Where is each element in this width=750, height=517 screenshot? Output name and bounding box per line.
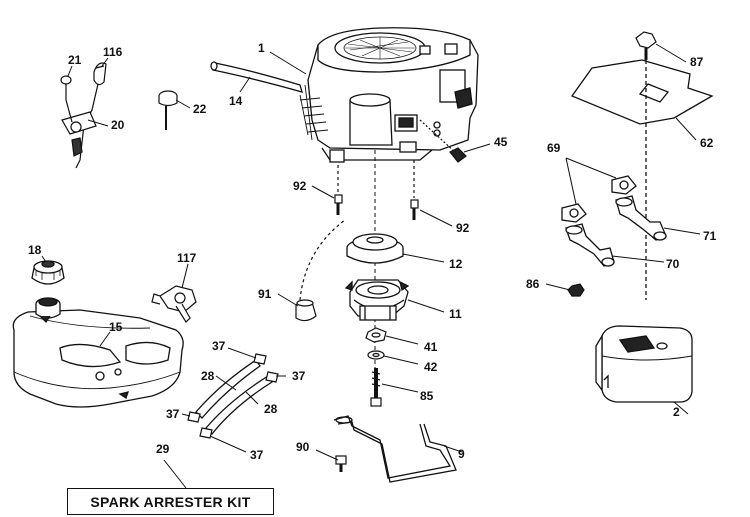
heat-shield-part	[570, 59, 714, 300]
label-bolt-92-left: 92	[293, 179, 307, 193]
label-clamp-tr: 37	[292, 369, 306, 383]
handle-part	[93, 62, 107, 86]
knob-part	[60, 75, 72, 100]
label-knob: 21	[68, 53, 82, 67]
bolt-87-part	[635, 31, 657, 60]
label-pulley: 12	[449, 257, 463, 271]
spark-arrester-kit-label: SPARK ARRESTER KIT	[90, 493, 251, 510]
exhaust-pipe-70-part	[565, 223, 615, 267]
label-fuel-tank: 15	[109, 320, 123, 334]
label-washer-42: 42	[424, 360, 438, 374]
label-hose: 14	[229, 94, 243, 108]
callout-labels: 1 2 9 11 12 14 15 18 20 21 22 28 28 29 3…	[28, 41, 717, 462]
bolt-90-part	[335, 455, 347, 472]
cable-rod-part	[333, 415, 457, 483]
muffler-part	[595, 325, 693, 403]
throttle-control-part	[61, 83, 99, 169]
label-choke-knob: 22	[193, 102, 207, 116]
label-fuel-cap: 18	[28, 243, 42, 257]
bushing-part	[295, 219, 346, 322]
label-bushing-91: 91	[258, 287, 272, 301]
label-bolt-92-right: 92	[456, 221, 470, 235]
label-bolt-45: 45	[494, 135, 508, 149]
label-washer-41: 41	[424, 340, 438, 354]
gasket-part	[561, 175, 637, 223]
label-clamp-br: 37	[250, 448, 264, 462]
label-nut-86: 86	[526, 277, 540, 291]
label-clamp-bl: 37	[166, 407, 180, 421]
label-handle-116: 116	[103, 45, 123, 59]
label-fuel-line-left: 28	[201, 369, 215, 383]
pulley-part	[346, 233, 404, 264]
label-throttle-control: 20	[111, 118, 125, 132]
label-cable-rod: 9	[458, 447, 465, 461]
label-engine: 1	[258, 41, 265, 55]
label-gasket: 69	[547, 141, 561, 155]
leader-lines	[41, 43, 701, 489]
nut-86-part	[567, 283, 585, 297]
label-fuel-valve: 117	[177, 251, 197, 265]
fuel-valve-part	[151, 285, 197, 323]
label-exhaust-pipe-70: 70	[666, 257, 680, 271]
exhaust-pipe-71-part	[615, 195, 667, 241]
bolt-45-part	[419, 119, 467, 163]
label-bolt-90: 90	[296, 440, 310, 454]
label-bolt-87: 87	[690, 55, 704, 69]
bolt-92-right-part	[410, 160, 419, 220]
label-fuel-line-right: 28	[264, 402, 278, 416]
hose-part	[210, 61, 303, 93]
label-exhaust-pipe-71: 71	[703, 229, 717, 243]
label-pto-clutch: 11	[449, 307, 462, 321]
engine-part	[299, 27, 479, 163]
spark-arrester-kit-box: SPARK ARRESTER KIT	[67, 488, 274, 515]
washer-41-part	[365, 327, 387, 343]
label-clamp-tl: 37	[212, 339, 226, 353]
fuel-line-left-part	[195, 359, 261, 419]
bolt-85-part	[370, 368, 382, 407]
choke-knob-part	[158, 90, 178, 130]
clamps-part	[187, 353, 279, 439]
fuel-tank-part	[12, 297, 184, 408]
pto-clutch-part	[344, 279, 410, 321]
label-muffler: 2	[673, 405, 680, 419]
washer-42-part	[367, 350, 385, 360]
label-heat-shield: 62	[700, 136, 714, 150]
label-bolt-85: 85	[420, 389, 434, 403]
fuel-cap-part	[31, 260, 65, 285]
fuel-line-right-part	[205, 375, 273, 435]
bolt-92-left-part	[334, 165, 343, 215]
label-kit-ref: 29	[156, 442, 170, 456]
